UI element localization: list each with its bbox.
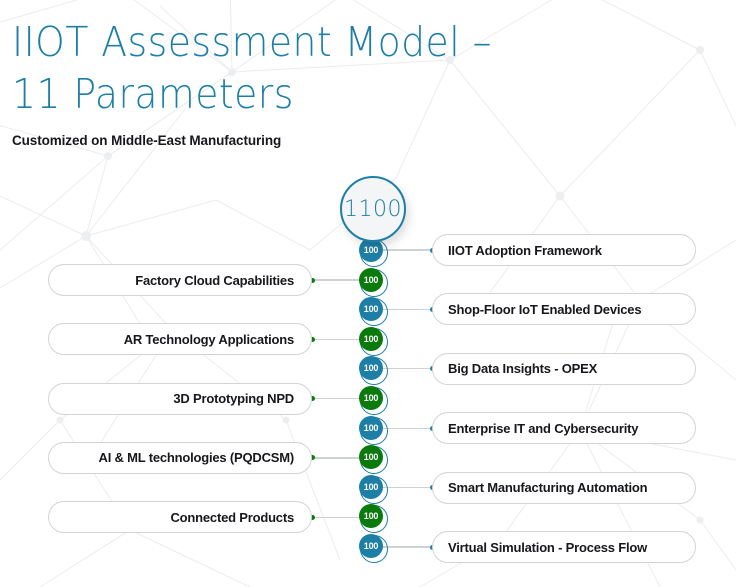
connector-line-right-2 [381,368,432,370]
parameter-label: Enterprise IT and Cybersecurity [448,420,639,436]
connector-line-right-0 [381,249,432,251]
score-node-value: 100 [363,541,379,551]
parameter-pill-left-0[interactable]: Factory Cloud Capabilities [48,264,312,296]
score-node-10[interactable]: 100 [359,534,383,558]
parameter-label: Smart Manufacturing Automation [448,480,648,496]
connector-line-right-3 [381,427,432,429]
connector-line-right-4 [381,486,432,489]
parameter-pill-right-2[interactable]: Big Data Insights - OPEX [432,352,696,385]
parameter-label: AR Technology Applications [123,331,295,347]
score-node-value: 100 [363,245,379,255]
score-node-value: 100 [363,511,379,522]
parameter-pill-right-4[interactable]: Smart Manufacturing Automation [432,471,696,504]
parameter-label: Virtual Simulation - Process Flow [448,539,648,555]
connector-dot-left-1 [309,336,315,342]
score-node-value: 100 [363,363,379,374]
connector-dot-left-2 [309,396,315,402]
parameter-pill-left-1[interactable]: AR Technology Applications [48,323,312,356]
score-node-7[interactable]: 100 [359,445,383,470]
score-node-value: 100 [363,452,379,463]
parameter-pill-right-0[interactable]: IIOT Adoption Framework [432,234,696,266]
connector-line-left-3 [312,457,361,459]
score-node-6[interactable]: 100 [359,415,383,440]
score-node-value: 100 [363,333,379,344]
page-subtitle: Customized on Middle-East Manufacturing [12,133,282,148]
parameter-pill-left-3[interactable]: AI & ML technologies (PQDCSM) [48,441,312,474]
parameter-pill-left-2[interactable]: 3D Prototyping NPD [48,382,312,415]
parameter-label: Connected Products [170,509,294,525]
parameter-label: AI & ML technologies (PQDCSM) [98,450,295,466]
score-node-4[interactable]: 100 [359,356,383,381]
connector-line-left-1 [312,338,361,340]
connector-line-right-1 [381,308,432,311]
connector-line-right-5 [381,546,432,548]
score-node-value: 100 [363,422,379,433]
parameter-label: Shop-Floor IoT Enabled Devices [448,301,642,317]
connector-line-left-4 [312,516,361,518]
score-node-value: 100 [363,274,379,285]
score-node-2[interactable]: 100 [359,297,383,322]
parameter-label: 3D Prototyping NPD [173,391,294,407]
parameter-label: IIOT Adoption Framework [448,242,602,258]
parameter-pill-right-5[interactable]: Virtual Simulation - Process Flow [432,531,696,563]
score-node-5[interactable]: 100 [359,386,383,410]
total-score-value: 1100 [344,196,402,222]
parameter-pill-right-3[interactable]: Enterprise IT and Cybersecurity [432,412,696,445]
score-node-3[interactable]: 100 [359,326,383,351]
page-title: IIOT Assessment Model – 11 Parameters [12,18,492,118]
parameter-label: Factory Cloud Capabilities [135,272,294,288]
total-score-hub: 1100 [340,176,406,242]
connector-line-left-2 [312,397,361,400]
score-node-value: 100 [363,481,379,492]
parameter-pill-right-1[interactable]: Shop-Floor IoT Enabled Devices [432,293,696,326]
score-node-9[interactable]: 100 [359,504,383,529]
score-node-1[interactable]: 100 [359,267,383,292]
parameter-pill-left-4[interactable]: Connected Products [48,501,312,534]
connector-dot-left-0 [309,277,315,283]
score-node-value: 100 [363,393,379,403]
parameter-label: Big Data Insights - OPEX [448,361,598,377]
connector-line-left-0 [312,279,361,281]
score-node-value: 100 [363,304,379,315]
score-node-8[interactable]: 100 [359,474,383,499]
